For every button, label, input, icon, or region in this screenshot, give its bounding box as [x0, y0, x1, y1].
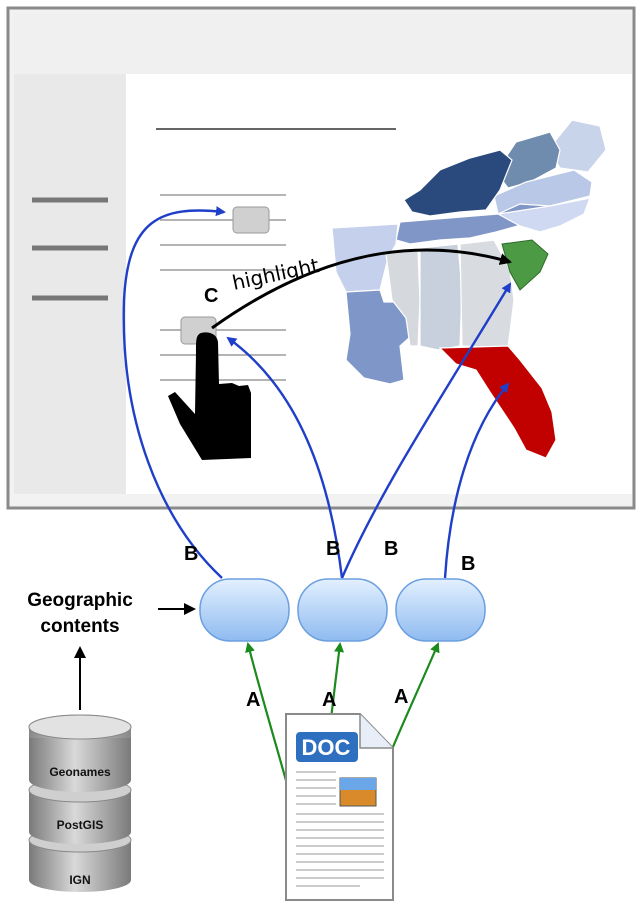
step-a-label: A	[394, 686, 408, 708]
annotation-node-2	[297, 578, 388, 642]
contents-label: contents	[40, 616, 119, 637]
arrow-b-to-map	[340, 282, 512, 579]
link-arrows-b	[122, 206, 512, 579]
pointer-hand-icon	[168, 332, 251, 460]
geographic-label: Geographic	[27, 590, 133, 611]
slider-handle	[232, 206, 270, 234]
southeast-map	[331, 119, 607, 459]
db-label-geonames: Geonames	[49, 765, 111, 779]
annotation-node-3	[395, 578, 486, 642]
step-b-label: B	[384, 538, 398, 560]
highlight-arrow	[211, 248, 512, 330]
annotation-nodes	[199, 578, 486, 642]
sidebar	[14, 74, 126, 494]
document-icon	[285, 713, 394, 901]
database-stack	[28, 714, 132, 892]
arrow-b-to-top-slider	[122, 206, 226, 579]
step-a-label: A	[322, 689, 336, 711]
step-b-label: B	[184, 543, 198, 565]
arrow-b-to-florida	[443, 382, 510, 579]
step-b-label: B	[326, 538, 340, 560]
step-a-label: A	[246, 689, 260, 711]
doc-label: DOC	[302, 735, 351, 760]
step-b-label: B	[461, 553, 475, 575]
db-label-ign: IGN	[69, 873, 90, 887]
arrow-b-to-active-slider	[226, 336, 344, 579]
db-label-postgis: PostGIS	[57, 818, 104, 832]
annotation-node-1	[199, 578, 290, 642]
step-c-label: C	[204, 285, 218, 307]
